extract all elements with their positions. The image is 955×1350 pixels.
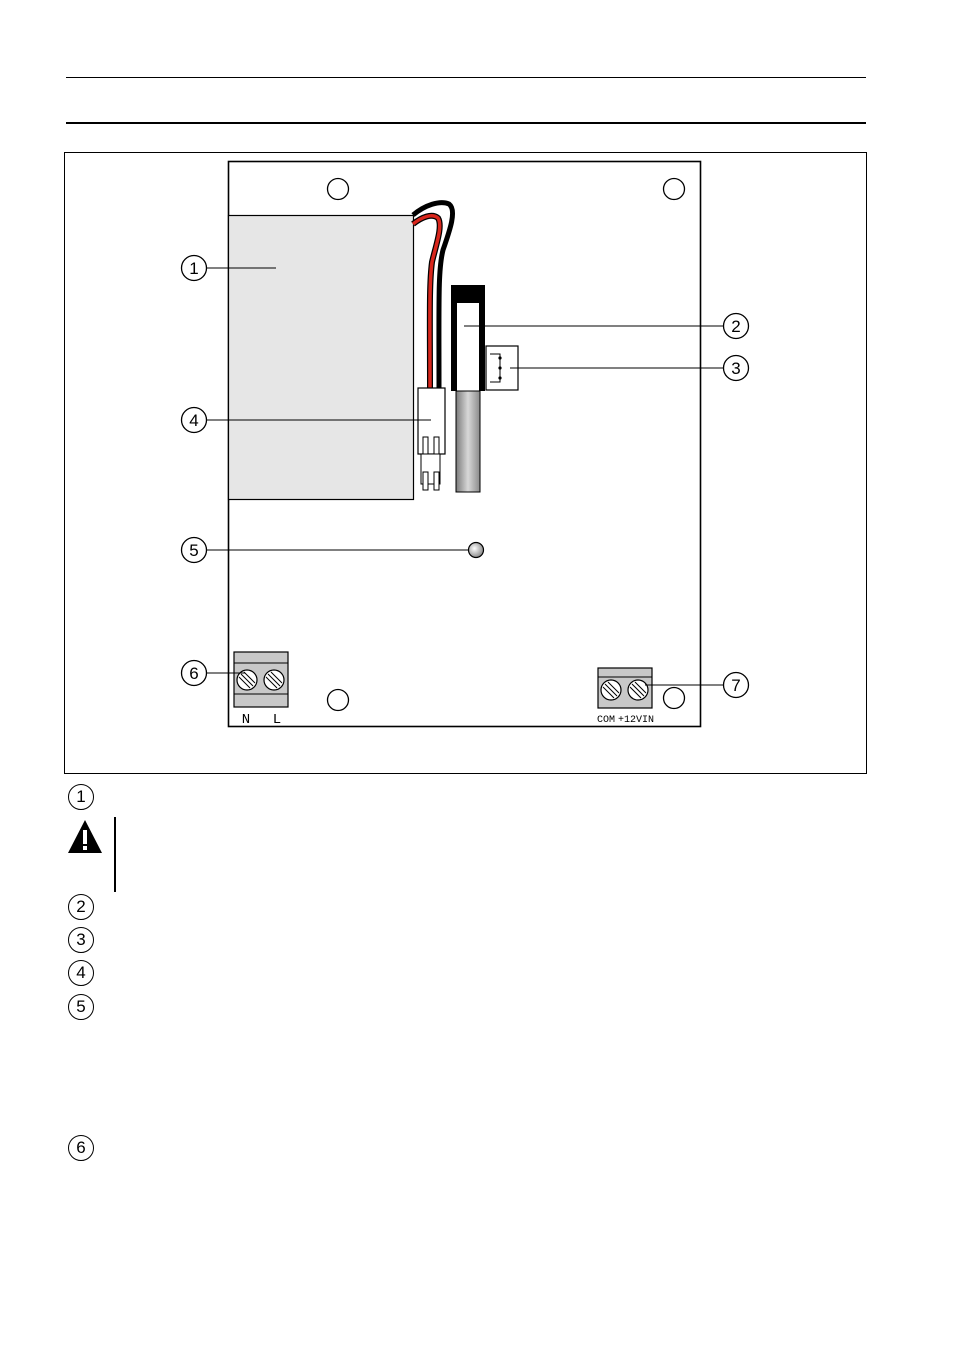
header-rule-bottom (66, 122, 866, 124)
legend-number-5: 5 (68, 994, 94, 1020)
mounting-hole-top-right (662, 177, 686, 201)
svg-text:7: 7 (731, 676, 740, 695)
legend-number-6: 6 (68, 1135, 94, 1161)
header-rule-top (66, 77, 866, 78)
mounting-hole-bottom-right (662, 686, 686, 710)
callout-1: 1 (180, 254, 208, 282)
terminal-label-12vin: +12VIN (618, 715, 654, 726)
svg-text:2: 2 (731, 317, 740, 336)
legend-number-2: 2 (68, 894, 94, 920)
tamper-switch-plate (455, 390, 481, 493)
battery-connector (417, 387, 446, 455)
legend-number-1: 1 (68, 784, 94, 810)
figure-frame (64, 152, 867, 774)
battery (227, 214, 415, 501)
warning-divider (114, 817, 116, 892)
warning-triangle-icon (68, 820, 102, 853)
battery-wire-red (411, 214, 442, 389)
mounting-hole-bottom-left (326, 688, 350, 712)
svg-text:5: 5 (189, 541, 198, 560)
legend-number-4: 4 (68, 960, 94, 986)
mounting-hole-top-left (326, 177, 350, 201)
svg-text:6: 6 (189, 664, 198, 683)
callout-7: 7 (722, 671, 750, 699)
svg-text:1: 1 (189, 259, 198, 278)
callout-5: 5 (180, 536, 208, 564)
terminal-label-n: N (242, 712, 250, 728)
callout-6: 6 (180, 659, 208, 687)
status-led (467, 541, 485, 559)
terminal-label-l: L (273, 712, 281, 728)
callout-3: 3 (722, 354, 750, 382)
legend-number-3: 3 (68, 927, 94, 953)
svg-text:4: 4 (189, 411, 198, 430)
callout-2: 2 (722, 312, 750, 340)
battery-wire-black (411, 200, 455, 389)
svg-text:3: 3 (731, 359, 740, 378)
terminal-label-com: COM (597, 715, 615, 726)
callout-4: 4 (180, 406, 208, 434)
